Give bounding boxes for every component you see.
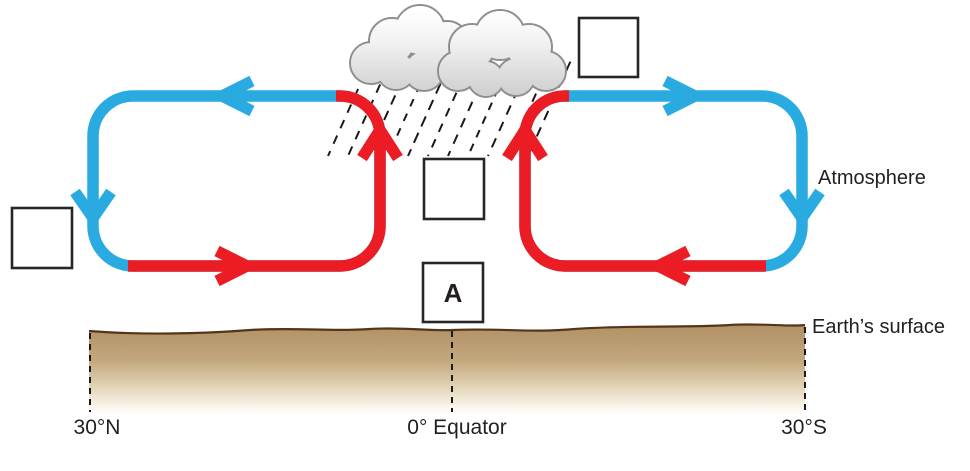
cool-arrow-down-right-icon bbox=[779, 188, 825, 229]
warm-arrow-up-right-icon bbox=[502, 119, 548, 162]
answer-box-a[interactable]: A bbox=[421, 261, 485, 324]
warm-air-flow bbox=[128, 90, 766, 287]
answer-box-30n-surface[interactable] bbox=[10, 206, 74, 270]
right-cell-cool-path bbox=[519, 90, 808, 272]
atmosphere-label: Atmosphere bbox=[818, 167, 926, 189]
warm-arrow-right-icon bbox=[214, 245, 260, 287]
earth-surface-ground bbox=[89, 324, 805, 414]
answer-box-mid-equator[interactable] bbox=[422, 157, 486, 221]
earth-surface-label: Earth’s surface bbox=[812, 316, 945, 338]
earth-surface-line bbox=[88, 323, 806, 335]
warm-arrow-left-icon bbox=[645, 245, 691, 287]
rain-cloud-icon-right bbox=[437, 9, 567, 98]
latitude-30s-label: 30°S bbox=[781, 416, 827, 439]
left-cell-warm-path bbox=[128, 90, 386, 272]
left-cell-cool-path bbox=[87, 90, 386, 272]
answer-box-a-label: A bbox=[444, 278, 463, 308]
equator-label: 0° Equator bbox=[407, 416, 506, 439]
cool-arrow-down-left-icon bbox=[70, 188, 116, 229]
answer-box-upper-atmosphere[interactable] bbox=[577, 16, 640, 79]
rain-cloud-icon-left bbox=[349, 4, 472, 92]
cool-arrow-left-icon bbox=[209, 75, 255, 117]
warm-arrow-up-left-icon bbox=[357, 119, 403, 162]
latitude-30n-label: 30°N bbox=[74, 416, 121, 439]
right-cell-warm-path bbox=[519, 90, 766, 272]
cool-arrow-right-icon bbox=[662, 75, 708, 117]
